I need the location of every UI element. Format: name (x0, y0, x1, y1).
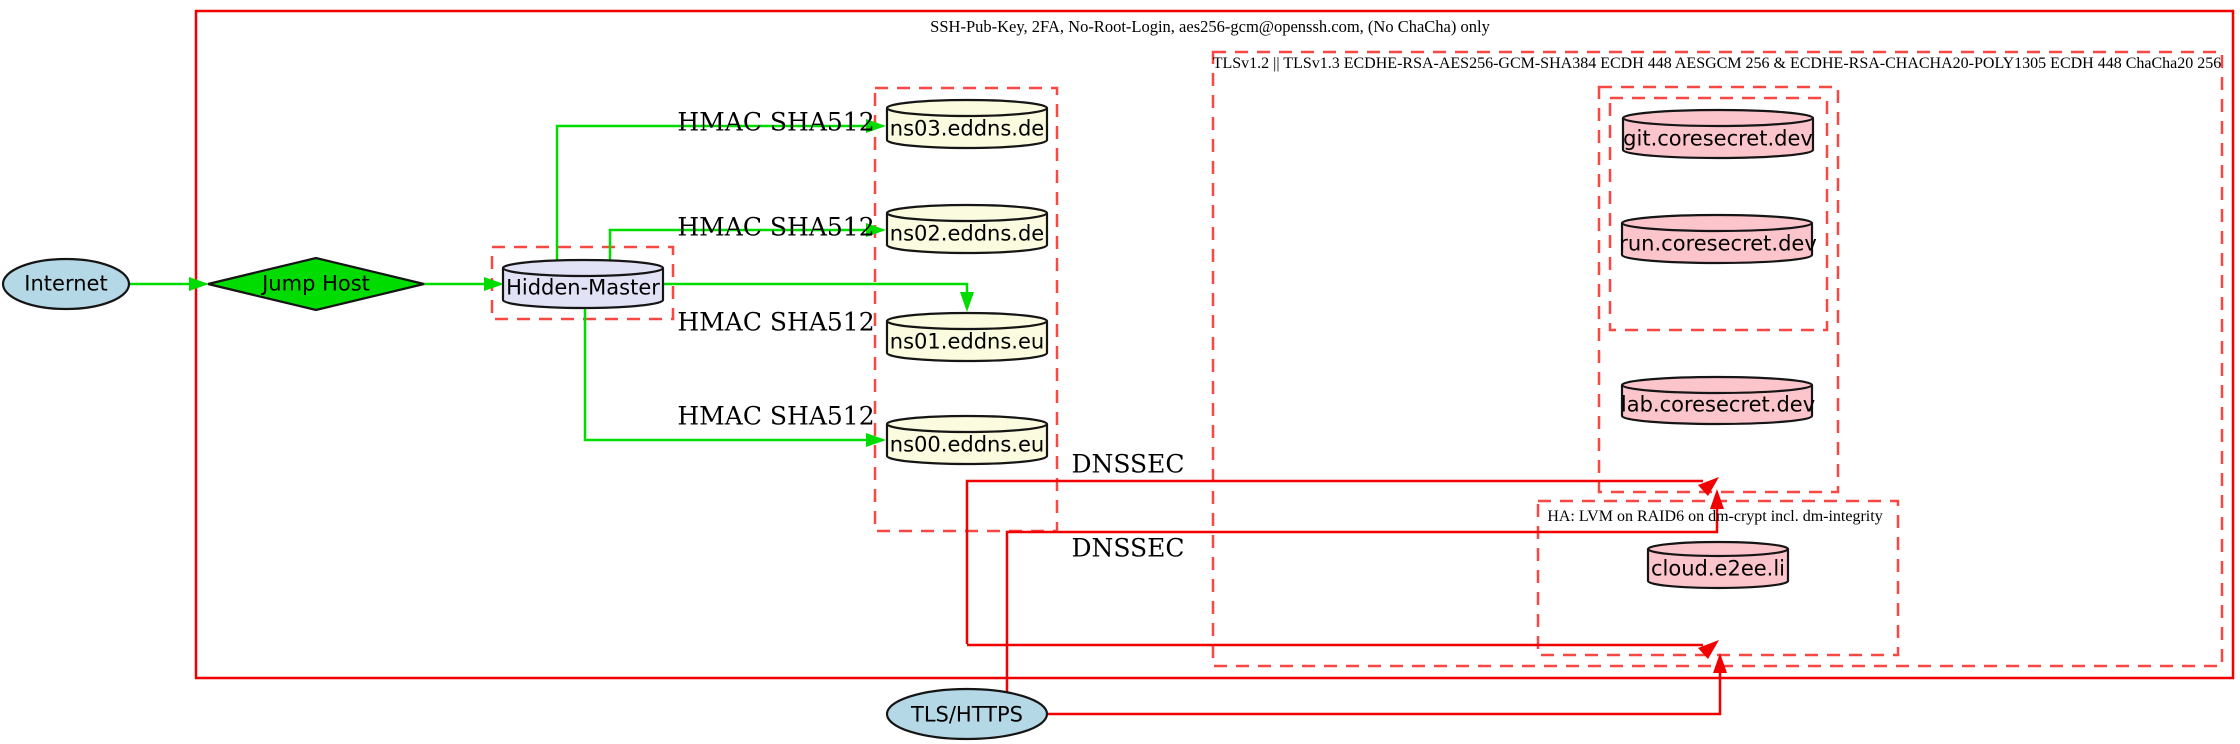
arrowhead-dnssec-coresecret (1698, 477, 1719, 496)
git-node (1621, 108, 1815, 160)
ns01-label: ns01.eddns.eu (889, 329, 1045, 354)
edge-tlshttps-coresecret (1005, 509, 1719, 693)
edge-tlshttps-ha (1047, 673, 1722, 716)
lab-label: lab.coresecret.dev (1620, 392, 1816, 417)
edge-hiddenmaster-ns02 (608, 228, 866, 261)
edge-hiddenmaster-ns01 (663, 282, 969, 292)
hidden-master-label: Hidden-Master (506, 275, 660, 300)
arrowhead-ns01 (960, 292, 974, 312)
edge-label-hmac-ns00: HMAC SHA512 (677, 401, 875, 431)
edge-hiddenmaster-ns00 (583, 308, 866, 442)
lab-node-rim (1620, 384, 1814, 395)
internet-node (1, 257, 131, 311)
arrowhead-tlshttps-coresecret (1710, 489, 1724, 509)
internet-label: Internet (24, 271, 108, 296)
arrowhead-hiddenmaster (484, 277, 504, 291)
tls-https-node (885, 687, 1049, 741)
arrowhead-jumphost (189, 277, 209, 291)
edge-dnssec-coresecret (965, 479, 1703, 644)
edge-label-hmac-ns01: HMAC SHA512 (677, 307, 875, 337)
tls-https-label: TLS/HTTPS (910, 702, 1024, 727)
ns03-label: ns03.eddns.de (889, 116, 1045, 141)
ns02-node-rim (885, 212, 1049, 223)
ns00-label: ns00.eddns.eu (889, 432, 1045, 457)
ns02-node (885, 203, 1049, 255)
arrowhead-dnssec-ha (1698, 640, 1719, 659)
edge-label-hmac-ns03: HMAC SHA512 (677, 107, 875, 137)
ssh-cluster-box (194, 9, 2235, 680)
edge-label-dnssec-bottom: DNSSEC (1071, 533, 1185, 563)
ssh-cluster-title: SSH-Pub-Key, 2FA, No-Root-Login, aes256-… (930, 16, 1490, 36)
hidden-master-node-rim (501, 267, 665, 278)
git-label: git.coresecret.dev (1623, 126, 1813, 151)
arrowhead-ns02 (866, 223, 886, 237)
ns00-node (885, 414, 1049, 466)
lab-node (1620, 375, 1814, 426)
run-node (1620, 213, 1814, 265)
ns01-node-rim (885, 320, 1049, 331)
coresecret-inner-cluster-box (1608, 96, 1829, 332)
arrowhead-ns03 (866, 119, 886, 133)
arrowhead-tlshttps-ha (1713, 653, 1727, 673)
git-node-rim (1621, 117, 1815, 128)
hidden-master-node (501, 258, 665, 310)
edge-label-hmac-ns02: HMAC SHA512 (677, 212, 875, 242)
coresecret-cluster-box (1597, 85, 1840, 494)
run-node-rim (1620, 222, 1814, 233)
edge-hiddenmaster-ns03 (555, 124, 866, 261)
run-label: run.coresecret.dev (1619, 231, 1817, 256)
cloud-label: cloud.e2ee.li (1650, 556, 1786, 581)
ns01-node (885, 311, 1049, 363)
ns02-label: ns02.eddns.de (889, 221, 1045, 246)
ns03-node (885, 98, 1049, 150)
ha-cluster-title: HA: LVM on RAID6 on dm-crypt incl. dm-in… (1547, 508, 1883, 525)
cloud-node-rim (1646, 548, 1790, 558)
cloud-node (1646, 540, 1790, 590)
edge-label-dnssec-top: DNSSEC (1071, 449, 1185, 479)
jump-host-label: Jump Host (262, 271, 370, 296)
jump-host-node (207, 256, 425, 312)
tls-cluster-box (1211, 50, 2224, 668)
arrowhead-ns00 (866, 433, 886, 447)
ns03-node-rim (885, 107, 1049, 118)
ns00-node-rim (885, 423, 1049, 434)
tls-cluster-title: TLSv1.2 || TLSv1.3 ECDHE-RSA-AES256-GCM-… (1212, 55, 2222, 72)
